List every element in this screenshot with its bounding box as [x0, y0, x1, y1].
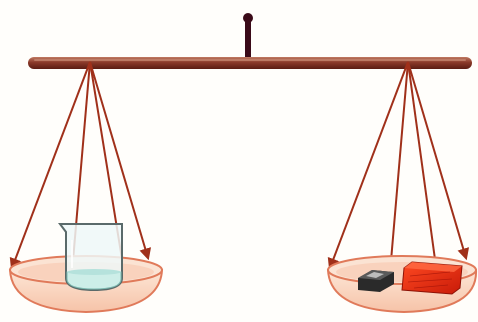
pivot-knob: [243, 13, 253, 23]
red-sponge: [402, 262, 462, 294]
pivot-stand: [243, 13, 253, 58]
beaker-with-water: [60, 224, 122, 290]
pivot-post: [245, 18, 251, 58]
